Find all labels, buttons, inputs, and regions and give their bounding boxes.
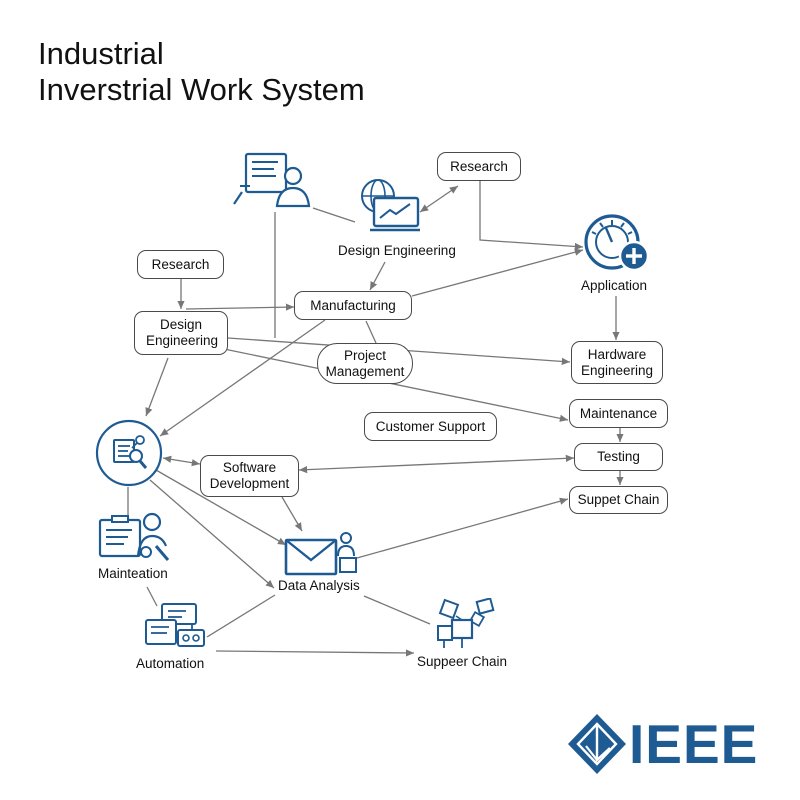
edge-software-testing xyxy=(298,454,575,474)
node-maintenance-label: Maintenance xyxy=(579,405,658,421)
node-design-engineering-left: Design Engineering xyxy=(134,311,228,355)
node-project-management: Project Management xyxy=(317,343,413,384)
globe-monitor-icon xyxy=(361,179,420,232)
node-research-left: Research xyxy=(137,250,224,279)
node-research-top: Research xyxy=(437,152,521,181)
node-design-engineering-left-label: Design Engineering xyxy=(146,317,219,348)
node-testing: Testing xyxy=(574,443,663,471)
title-line-1: Industrial xyxy=(38,36,164,71)
automation-machine-icon xyxy=(145,603,205,647)
edge-manufacturing-application xyxy=(411,248,584,297)
node-automation: Automation xyxy=(134,656,207,672)
node-application: Application xyxy=(579,278,650,294)
supply-chain-cubes-icon xyxy=(437,598,495,648)
node-customer-support-label: Customer Support xyxy=(375,418,486,434)
person-document-icon xyxy=(233,152,311,208)
edge-data-suppet xyxy=(356,497,569,559)
node-manufacturing-label: Manufacturing xyxy=(310,297,396,313)
node-research-left-label: Research xyxy=(151,256,210,272)
edge-research-application xyxy=(479,181,584,251)
edge-data-suppeer xyxy=(363,595,431,625)
edge-research-design xyxy=(419,185,459,213)
node-research-top-label: Research xyxy=(450,158,508,174)
edge-analysis-data-label xyxy=(149,479,275,589)
edge-mainteation-automation xyxy=(146,586,158,607)
node-hardware-engineering: Hardware Engineering xyxy=(571,341,663,384)
node-suppet-chain-label: Suppet Chain xyxy=(577,492,660,507)
node-software-development: Software Development xyxy=(200,455,299,497)
node-testing-label: Testing xyxy=(597,449,640,464)
edge-analysis-data xyxy=(155,469,287,546)
node-maintenance: Maintenance xyxy=(569,399,668,428)
node-hardware-engineering-label: Hardware Engineering xyxy=(580,346,654,378)
edge-software-data xyxy=(281,496,303,532)
analysis-gear-icon xyxy=(95,419,163,487)
ieee-logo: IEEE xyxy=(566,712,766,776)
node-data-analysis: Data Analysis xyxy=(276,578,362,594)
edge-automation-suppeer xyxy=(215,649,415,657)
edge-user-design xyxy=(312,207,356,223)
node-suppet-chain: Suppet Chain xyxy=(569,486,668,514)
ieee-diamond-icon xyxy=(568,714,626,774)
edge-design-manufacturing xyxy=(369,261,386,291)
node-mainteation: Mainteation xyxy=(96,566,170,582)
diagram-title: Industrial Inverstrial Work System xyxy=(38,36,365,108)
maintenance-worker-icon xyxy=(98,512,170,561)
node-manufacturing: Manufacturing xyxy=(294,291,412,320)
edge-design-left-analysis-icon xyxy=(145,357,169,417)
node-software-development-label: Software Development xyxy=(209,460,290,491)
title-line-2: Inverstrial Work System xyxy=(38,72,365,107)
node-customer-support: Customer Support xyxy=(364,412,497,441)
edge-analysis-software xyxy=(162,455,201,467)
edge-manufacturing-project xyxy=(365,320,377,344)
node-project-management-label: Project Management xyxy=(325,347,405,379)
edge-manufacturing-analysis xyxy=(159,319,326,437)
ieee-logo-text: IEEE xyxy=(629,713,759,775)
edge-automation-data xyxy=(206,594,276,638)
node-design-engineering-top: Design Engineering xyxy=(336,243,458,259)
application-gauge-icon xyxy=(584,214,650,272)
edge-design-left-manufacturing xyxy=(185,303,295,311)
edge-design-left-maintenance xyxy=(223,348,569,422)
node-suppeer-chain: Suppeer Chain xyxy=(415,654,510,670)
envelope-person-icon xyxy=(284,532,357,576)
